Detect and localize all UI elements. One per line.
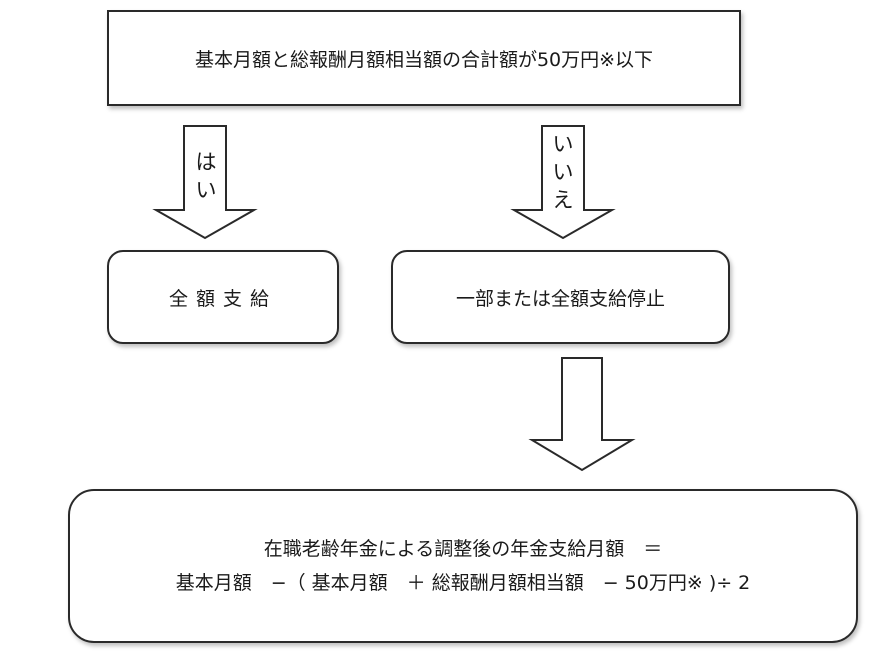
partial-suspension-text: 一部または全額支給停止	[455, 287, 665, 310]
partial-suspension-box: 一部または全額支給停止	[391, 250, 730, 344]
no-label: い い え	[548, 130, 578, 214]
condition-text: 基本月額と総報酬月額相当額の合計額が50万円※以下	[194, 48, 654, 71]
no-label-char-3: え	[552, 188, 574, 212]
no-down-arrow-icon	[510, 125, 616, 240]
full-payment-box: 全額支給	[107, 250, 339, 344]
yes-label-char-1: は	[195, 150, 217, 174]
no-label-char-1: い	[552, 132, 574, 156]
condition-box: 基本月額と総報酬月額相当額の合計額が50万円※以下	[107, 10, 741, 106]
formula-down-arrow-icon	[528, 357, 636, 472]
formula-line-2: 基本月額 −（ 基本月額 ＋ 総報酬月額相当額 − 50万円※ )÷ 2	[175, 572, 751, 594]
full-payment-text: 全額支給	[168, 287, 277, 310]
yes-down-arrow-icon	[152, 125, 258, 240]
formula-line-1: 在職老齢年金による調整後の年金支給月額 ＝	[263, 538, 663, 560]
no-label-char-2: い	[552, 160, 574, 184]
yes-label-char-2: い	[195, 178, 217, 202]
formula-box: 在職老齢年金による調整後の年金支給月額 ＝ 基本月額 −（ 基本月額 ＋ 総報酬…	[68, 489, 858, 643]
yes-label: は い	[191, 148, 221, 204]
